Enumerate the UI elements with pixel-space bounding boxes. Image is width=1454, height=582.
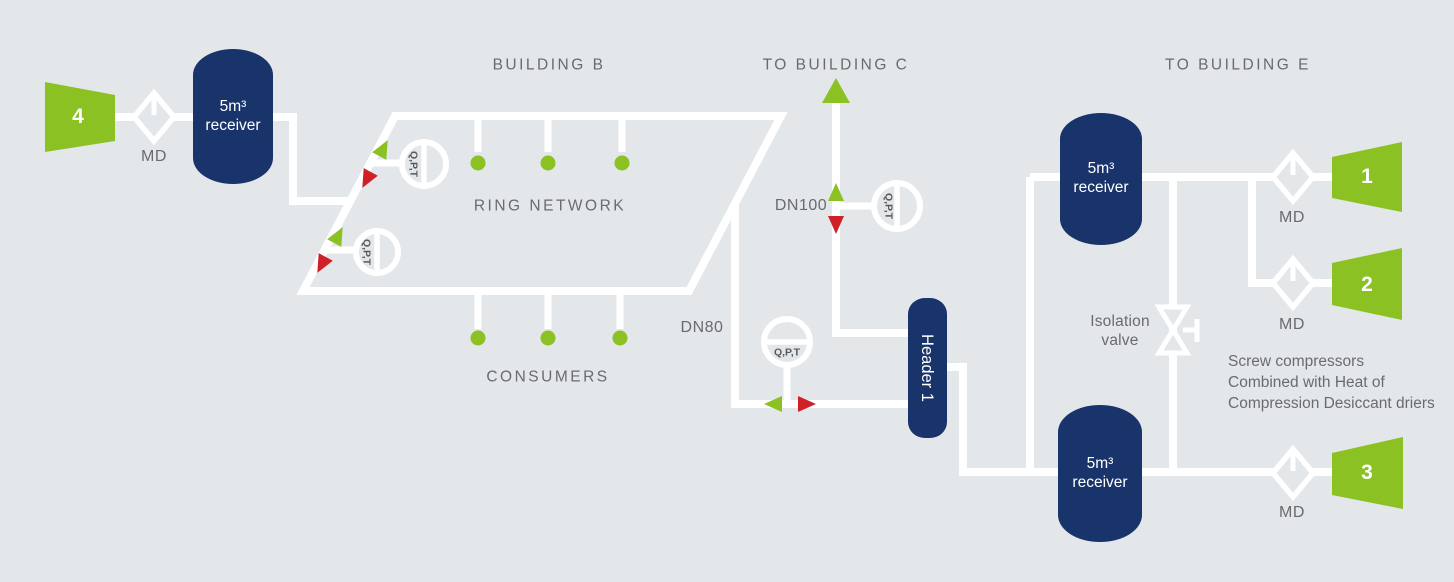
- isolation-valve-label: Isolation valve: [1090, 313, 1150, 349]
- receiver-label-lower-right: 5m³ receiver: [1072, 455, 1128, 491]
- md-label-compressor3: MD: [1279, 504, 1305, 522]
- gauge-label-ring-upper: Q,P,T: [407, 150, 420, 178]
- receiver-label-left: 5m³ receiver: [205, 98, 261, 134]
- green-dot-icon: [540, 155, 556, 171]
- md-label-compressor1: MD: [1279, 209, 1305, 227]
- dn100-label: DN100: [774, 197, 828, 215]
- building-b-title: BUILDING B: [492, 56, 606, 74]
- gauge-label-dn80: Q,P,T: [773, 346, 801, 359]
- gauges: [353, 139, 923, 368]
- compressors: [45, 82, 1403, 509]
- green-dot-icon: [614, 155, 630, 171]
- gauge-label-ring-lower: Q,P,T: [360, 238, 373, 266]
- receiver-tank-left: [193, 49, 273, 184]
- pipe-dn100-to-building-c: [832, 101, 910, 337]
- compressor-1-number: 1: [1361, 165, 1373, 189]
- receiver-tank-lower-right: [1058, 405, 1142, 542]
- gauge-circle-icon: [871, 180, 923, 232]
- red-triangle-icon: [317, 253, 333, 273]
- compressor-3-number: 3: [1361, 461, 1373, 485]
- md-label-compressor4: MD: [141, 148, 167, 166]
- green-dot-icon: [540, 330, 556, 346]
- large-green-up-arrow-icon: [822, 78, 850, 103]
- vessels: [193, 49, 1142, 542]
- compressor-4-number: 4: [72, 105, 84, 129]
- md-label-compressor2: MD: [1279, 316, 1305, 334]
- dn80-label: DN80: [680, 319, 724, 337]
- diamond-filter-icon: [1269, 444, 1317, 502]
- red-triangle-icon: [798, 396, 816, 412]
- md-filters: [130, 88, 1317, 502]
- green-triangle-icon: [327, 227, 343, 247]
- red-triangle-icon: [362, 168, 378, 188]
- pipe-header-to-compressor3: [945, 363, 1332, 476]
- consumer-dots: [470, 155, 630, 346]
- header-vessel: [908, 298, 947, 438]
- gauge-label-dn100: Q,P,T: [882, 192, 895, 220]
- diamond-filter-icon: [1269, 148, 1317, 206]
- to-building-c-title: TO BUILDING C: [762, 56, 910, 74]
- green-triangle-icon: [828, 183, 844, 201]
- green-triangle-icon: [372, 140, 388, 160]
- compressor-2-number: 2: [1361, 273, 1373, 297]
- consumer-stubs: [474, 120, 626, 329]
- diamond-filter-icon: [130, 88, 178, 146]
- receiver-tank-upper-right: [1060, 113, 1142, 245]
- to-building-e-title: TO BUILDING E: [1165, 56, 1311, 74]
- compressor-3-shape: [1332, 437, 1403, 509]
- valve-bowtie-icon: [1154, 304, 1200, 356]
- green-dot-icon: [612, 330, 628, 346]
- gauge-circle-icon: [353, 228, 401, 276]
- pipe-receiver-to-ring: [265, 113, 352, 205]
- flow-arrows: [317, 78, 850, 412]
- pipe-network: [108, 101, 1332, 476]
- gauge-circle-icon: [761, 316, 813, 368]
- diamond-filter-icon: [1269, 254, 1317, 312]
- compressor-2-shape: [1332, 248, 1402, 320]
- gauge-stubs: [326, 159, 876, 401]
- ring-network-label: RING NETWORK: [473, 197, 627, 215]
- green-triangle-icon: [764, 396, 782, 412]
- gauge-circle-icon: [399, 139, 449, 189]
- compressor-1-shape: [1332, 142, 1402, 212]
- receiver-label-upper-right: 5m³ receiver: [1073, 160, 1129, 196]
- header-label: Header 1: [918, 334, 937, 402]
- pipe-dn80-to-header: [731, 204, 910, 408]
- screw-compressor-note: Screw compressors Combined with Heat of …: [1228, 353, 1435, 412]
- red-triangle-icon: [828, 216, 844, 234]
- consumers-label: CONSUMERS: [486, 368, 610, 386]
- green-dot-icon: [470, 155, 486, 171]
- green-dot-icon: [470, 330, 486, 346]
- compressor-4-shape: [45, 82, 115, 152]
- ring-network-loop: [296, 112, 788, 295]
